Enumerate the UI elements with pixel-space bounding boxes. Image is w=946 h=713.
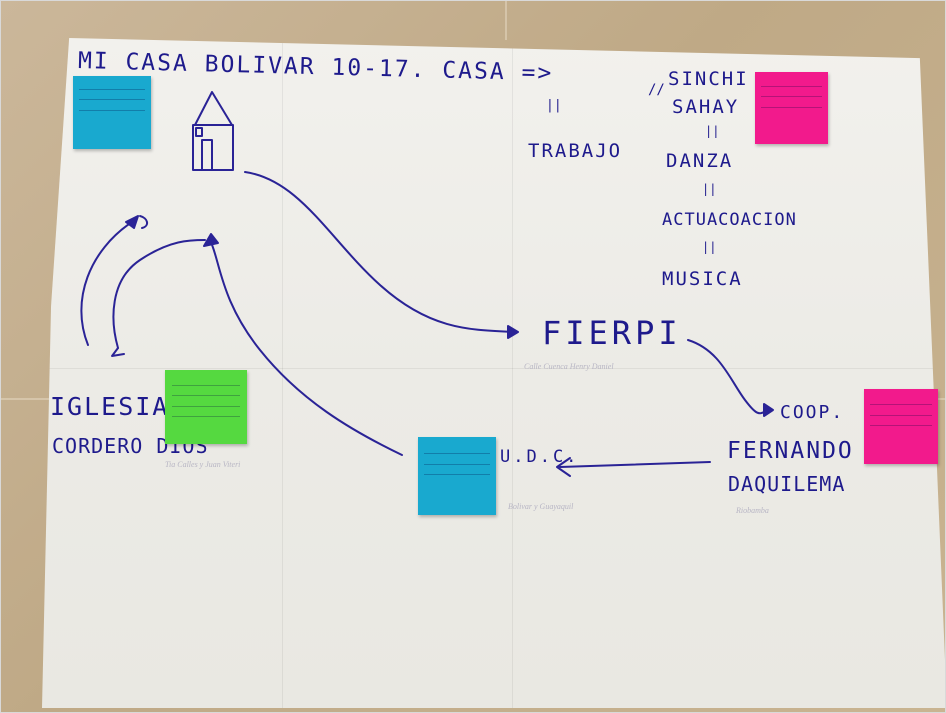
iglesia-text: IGLESIA: [50, 392, 170, 421]
floor-tile-seam: [505, 0, 507, 40]
faint-note-coop: Riobamba: [736, 506, 769, 515]
faint-note-fierpi: Calle Cuenca Henry Daniel: [524, 362, 614, 371]
trabajo-text: TRABAJO: [528, 140, 623, 162]
house-icon: [192, 91, 234, 171]
faint-note-udc: Bolivar y Guayaquil: [508, 502, 574, 511]
faint-note-iglesia: Tia Calles y Juan Viteri: [165, 460, 241, 469]
fierpi-text: FIERPI: [542, 314, 682, 352]
actuacion-text: ACTUACOACION: [662, 210, 797, 230]
down-arrow-3: ||: [702, 240, 717, 254]
arrow-fierpi-coop: [687, 339, 771, 415]
down-arrow-2: ||: [702, 182, 717, 196]
musica-text: MUSICA: [662, 268, 743, 290]
down-arrow-1: ||: [705, 124, 720, 138]
danza-text: DANZA: [666, 150, 734, 172]
trabajo-arrow: ||: [546, 98, 562, 113]
arrow-udc-up: [209, 239, 403, 456]
sahay-text: SAHAY: [672, 96, 740, 118]
coop-text: COOP.: [780, 402, 845, 423]
arrow-left-up: [80, 221, 133, 346]
udc-text: U.D.C.: [500, 447, 580, 467]
arrow-coop-udc: [559, 461, 711, 468]
paper-fold: [512, 38, 513, 708]
sticky-note-pink: [864, 389, 938, 464]
sinchi-text: SINCHI: [668, 68, 749, 90]
sticky-note-cyan: [73, 76, 151, 149]
sticky-note-pink: [755, 72, 828, 144]
sinchi-arrow: //: [648, 82, 665, 98]
daquilema-text: DAQUILEMA: [728, 472, 846, 496]
paper-fold: [42, 368, 946, 369]
sticky-note-green: [165, 370, 247, 444]
arrow-casa-fierpi: [244, 171, 516, 333]
paper-fold: [282, 38, 283, 708]
fernando-text: FERNANDO: [727, 438, 854, 464]
arrow-iglesia-up: [112, 239, 206, 349]
sticky-note-cyan: [418, 437, 496, 515]
